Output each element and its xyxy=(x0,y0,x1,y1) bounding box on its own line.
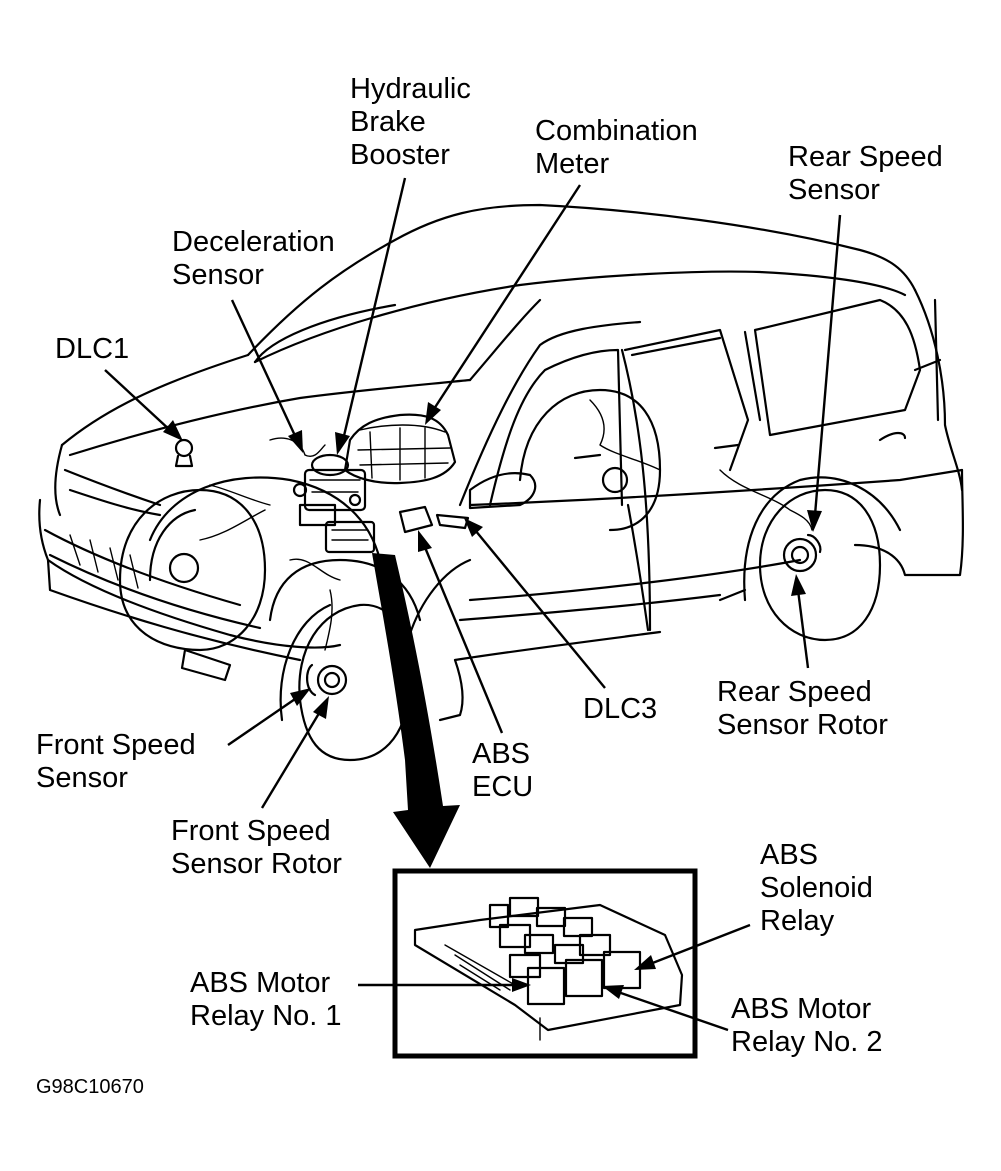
label-dlc3: DLC3 xyxy=(583,693,657,726)
label-line: ABS xyxy=(760,839,819,871)
label-line: Sensor xyxy=(36,762,128,794)
label-dlc1: DLC1 xyxy=(55,333,129,366)
label-line: DLC3 xyxy=(583,693,658,725)
label-line: Brake xyxy=(350,106,426,138)
label-line: Solenoid xyxy=(760,872,873,904)
label-rear-speed-sensor-rotor: Rear Speed Sensor Rotor xyxy=(717,676,888,742)
label-line: Sensor xyxy=(788,174,880,206)
label-line: Deceleration xyxy=(172,226,335,258)
label-line: Booster xyxy=(350,139,450,171)
label-line: Sensor Rotor xyxy=(717,709,888,741)
label-abs-ecu: ABS ECU xyxy=(472,738,533,804)
label-line: Relay xyxy=(760,905,835,937)
leader-lines xyxy=(104,177,842,1032)
inset-pointer-arrow xyxy=(372,553,460,868)
label-line: Combination xyxy=(535,115,698,147)
label-deceleration-sensor: Deceleration Sensor xyxy=(172,226,335,292)
label-abs-motor-relay-1: ABS Motor Relay No. 1 xyxy=(190,967,342,1033)
label-line: Rear Speed xyxy=(717,676,872,708)
relay-inset-box xyxy=(392,868,698,1059)
figure-code: G98C10670 xyxy=(36,1076,144,1098)
label-line: DLC1 xyxy=(55,333,130,365)
label-abs-motor-relay-2: ABS Motor Relay No. 2 xyxy=(731,993,883,1059)
label-hydraulic-brake-booster: Hydraulic Brake Booster xyxy=(350,73,471,172)
label-line: ABS xyxy=(472,738,531,770)
label-line: Relay No. 2 xyxy=(731,1026,883,1058)
label-line: ABS Motor xyxy=(731,993,872,1025)
label-rear-speed-sensor: Rear Speed Sensor xyxy=(788,141,943,207)
label-line: Rear Speed xyxy=(788,141,943,173)
label-front-speed-sensor: Front Speed Sensor xyxy=(36,729,196,795)
label-line: Front Speed xyxy=(36,729,196,761)
label-line: Meter xyxy=(535,148,610,180)
label-front-speed-sensor-rotor: Front Speed Sensor Rotor xyxy=(171,815,342,881)
label-line: Sensor xyxy=(172,259,264,291)
label-line: ABS Motor xyxy=(190,967,331,999)
label-abs-solenoid-relay: ABS Solenoid Relay xyxy=(760,839,873,938)
components xyxy=(174,399,822,697)
label-line: ECU xyxy=(472,771,534,803)
label-line: Sensor Rotor xyxy=(171,848,342,880)
label-line: Relay No. 1 xyxy=(190,1000,342,1032)
label-line: Hydraulic xyxy=(350,73,471,105)
relay-block-illustration xyxy=(413,896,684,1041)
label-combination-meter: Combination Meter xyxy=(535,115,698,181)
label-line: Front Speed xyxy=(171,815,331,847)
